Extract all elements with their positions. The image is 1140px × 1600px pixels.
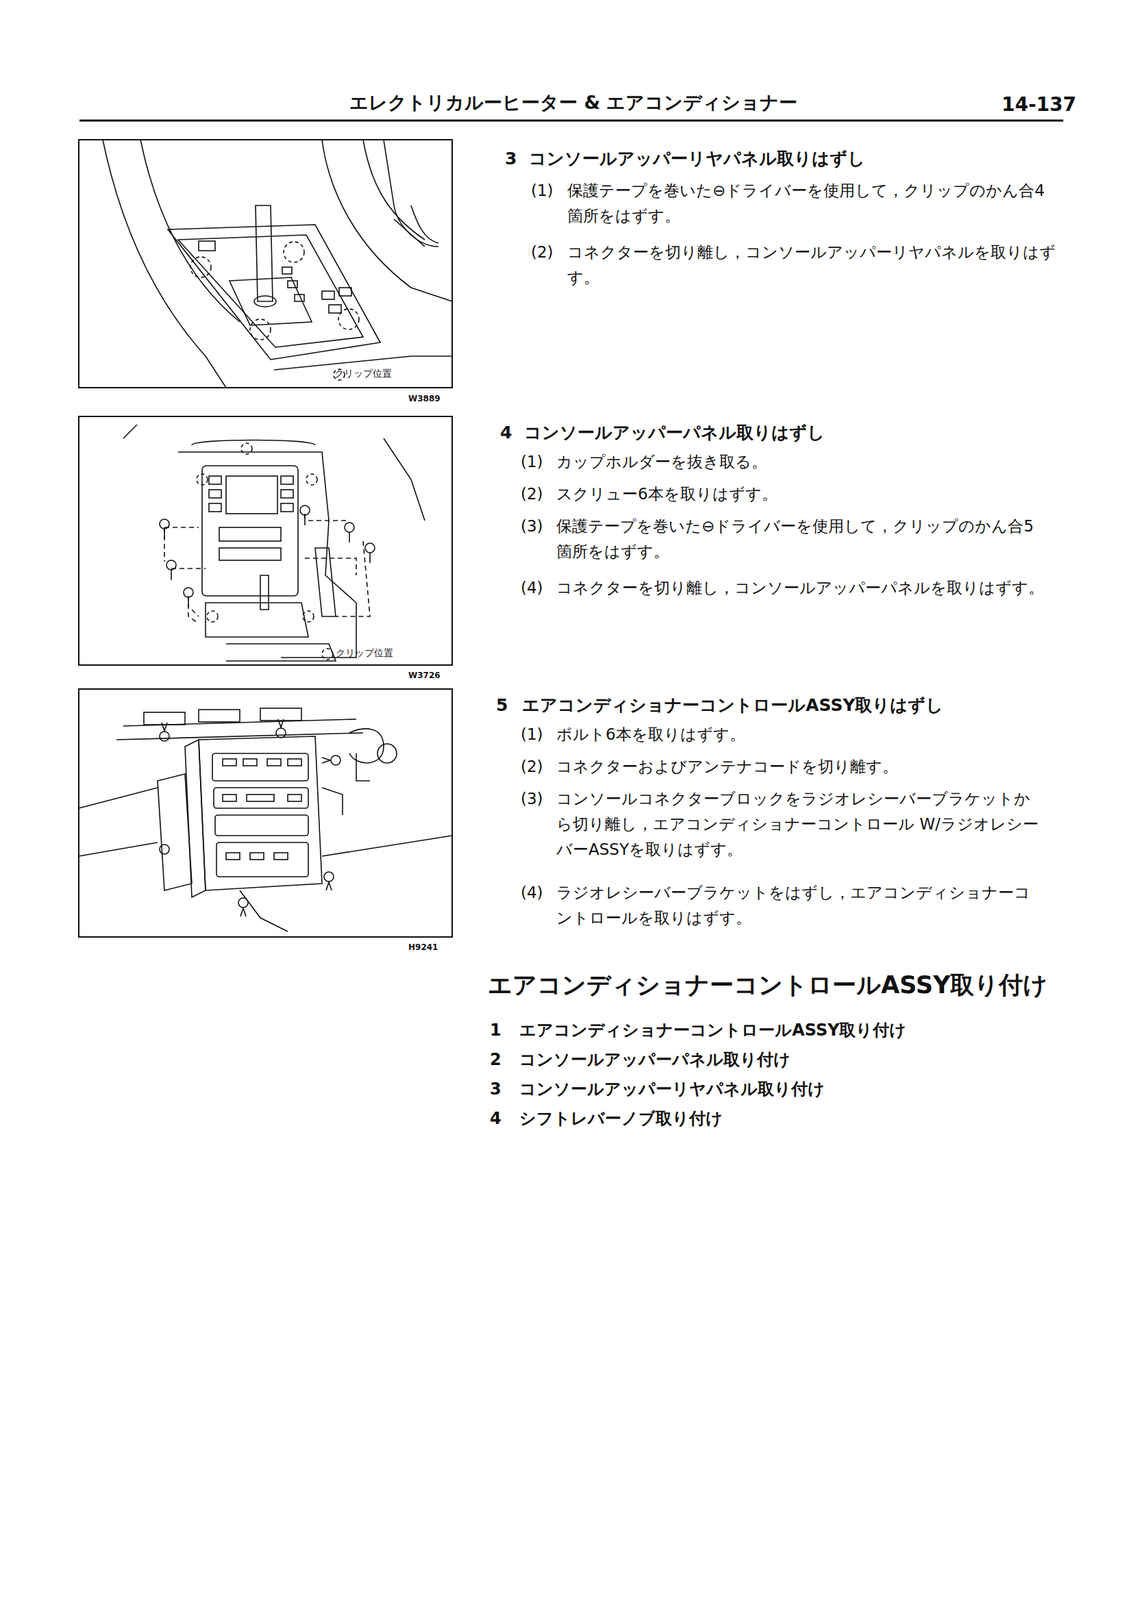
instruction: ラジオレシーバーブラケットをはずし，エアコンディショナーコントロールを取りはずす… [556, 880, 1047, 932]
step-heading: コンソールアッパーパネル取りはずし [524, 419, 825, 447]
figure-legend: クリップ位置 [335, 645, 394, 661]
instruction: コネクターおよびアンテナコードを切り離す。 [556, 754, 1047, 780]
instruction: コネクターを切り離し，コンソールアッパーリヤパネルを取りはずす。 [567, 239, 1058, 291]
sub-number: (4) [520, 575, 544, 601]
section-heading: エアコンディショナーコントロールASSY取り付け [487, 965, 1048, 1005]
sub-number: (1) [520, 722, 544, 748]
list-number: 3 [489, 1076, 502, 1103]
step-heading: コンソールアッパーリヤパネル取りはずし [528, 145, 866, 173]
instruction: 保護テープを巻いた⊖ドライバーを使用して，クリップのかん合4箇所をはずす。 [567, 178, 1058, 229]
sub-number: (2) [520, 754, 544, 780]
sub-number: (3) [520, 513, 544, 540]
instruction: コンソールコネクターブロックをラジオレシーバーブラケットから切り離し，エアコンデ… [556, 786, 1047, 862]
page-number: 14-137 [1001, 89, 1077, 121]
sub-number: (3) [520, 786, 544, 812]
figure-code: W3889 [408, 392, 441, 406]
figure-legend: クリップ位置 [334, 365, 392, 381]
step-number: 5 [496, 691, 508, 720]
list-number: 4 [489, 1105, 502, 1132]
instruction: コネクターを切り離し，コンソールアッパーパネルを取りはずす。 [556, 575, 1047, 601]
list-item: コンソールアッパーリヤパネル取り付け [519, 1076, 825, 1103]
list-number: 2 [489, 1046, 502, 1073]
list-number: 1 [489, 1017, 502, 1044]
sub-number: (1) [530, 178, 554, 204]
figure-code: W3726 [408, 669, 441, 683]
step-heading: エアコンディショナーコントロールASSY取りはずし [522, 691, 944, 720]
sub-number: (1) [520, 449, 544, 475]
step-number: 3 [504, 145, 517, 173]
figure-code: H9241 [408, 941, 438, 955]
instruction: ボルト6本を取りはずす。 [556, 722, 1047, 748]
sub-number: (2) [520, 481, 544, 507]
sub-number: (4) [520, 880, 544, 906]
list-item: コンソールアッパーパネル取り付け [519, 1046, 791, 1073]
instruction: カップホルダーを抜き取る。 [556, 449, 1047, 475]
list-item: エアコンディショナーコントロールASSY取り付け [519, 1017, 907, 1044]
instruction: 保護テープを巻いた⊖ドライバーを使用して，クリップのかん合5箇所をはずす。 [556, 513, 1047, 565]
page-header: エレクトリカルーヒーター & エアコンディショナー [349, 87, 798, 118]
instruction: スクリュー6本を取りはずす。 [556, 481, 1047, 507]
step-number: 4 [500, 419, 512, 447]
list-item: シフトレバーノブ取り付け [519, 1105, 723, 1132]
sub-number: (2) [530, 239, 554, 266]
